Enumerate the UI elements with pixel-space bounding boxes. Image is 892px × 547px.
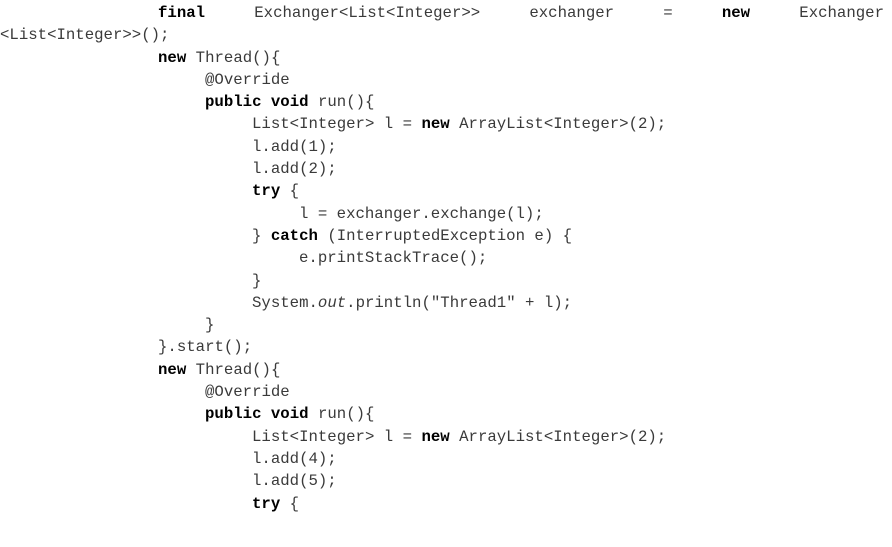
code-token: e.printStackTrace();	[299, 249, 488, 268]
code-line: l.add(2);	[0, 158, 884, 180]
code-listing: final Exchanger<List<Integer>> exchanger…	[0, 2, 884, 515]
code-token: }	[252, 226, 271, 245]
code-token: .println("Thread1" + l);	[346, 293, 573, 312]
code-line: public void run(){	[0, 403, 884, 425]
code-keyword: final	[158, 4, 206, 22]
code-token: out	[317, 293, 347, 312]
code-keyword: new	[158, 360, 187, 379]
code-token: run(){	[308, 93, 375, 112]
code-token: List<Integer> l =	[252, 115, 422, 134]
code-token: (InterruptedException e) {	[317, 226, 573, 245]
code-token: }	[252, 271, 262, 290]
code-line: }	[0, 314, 884, 336]
code-token: l.add(2);	[252, 160, 337, 179]
code-token: exchanger	[529, 4, 615, 22]
code-token: }	[205, 316, 215, 335]
code-line: @Override	[0, 381, 884, 403]
code-line: List<Integer> l = new ArrayList<Integer>…	[0, 426, 884, 448]
code-keyword: new	[421, 427, 450, 446]
code-token: System.	[252, 293, 318, 312]
code-keyword: new	[421, 115, 450, 134]
code-token: run(){	[308, 405, 375, 424]
code-line: try {	[0, 493, 884, 515]
code-keyword: new	[721, 4, 751, 22]
code-line: new Thread(){	[0, 47, 884, 69]
code-token: }.start();	[158, 338, 253, 357]
code-line: new Thread(){	[0, 359, 884, 381]
code-token: {	[280, 182, 300, 201]
code-token: <List<Integer>>();	[0, 26, 170, 45]
code-line: l.add(5);	[0, 470, 884, 492]
code-token: l.add(1);	[252, 137, 337, 156]
code-token: List<Integer> l =	[252, 427, 422, 446]
code-line: System.out.println("Thread1" + l);	[0, 292, 884, 314]
code-keyword: try	[252, 182, 281, 201]
code-token: @Override	[205, 70, 290, 89]
code-line: l = exchanger.exchange(l);	[0, 203, 884, 225]
code-token: Thread(){	[186, 360, 281, 379]
code-token: l.add(4);	[252, 449, 337, 468]
code-token: Exchanger	[799, 4, 885, 22]
code-token: ArrayList<Integer>(2);	[449, 427, 667, 446]
code-token: Exchanger<List<Integer>>	[254, 4, 481, 22]
code-line: public void run(){	[0, 91, 884, 113]
code-line: e.printStackTrace();	[0, 247, 884, 269]
code-token: l = exchanger.exchange(l);	[299, 204, 544, 223]
code-token: {	[280, 494, 300, 513]
code-keyword: try	[252, 494, 281, 513]
code-keyword: catch	[270, 226, 318, 245]
code-token: l.add(5);	[252, 472, 337, 491]
code-keyword: new	[158, 48, 187, 67]
code-keyword: public void	[205, 405, 309, 424]
code-keyword: public void	[205, 93, 309, 112]
code-line: List<Integer> l = new ArrayList<Integer>…	[0, 113, 884, 135]
code-line: try {	[0, 180, 884, 202]
code-line: l.add(1);	[0, 136, 884, 158]
code-line: <List<Integer>>();	[0, 24, 884, 46]
code-token: =	[663, 4, 673, 22]
code-line: }.start();	[0, 336, 884, 358]
code-line: } catch (InterruptedException e) {	[0, 225, 884, 247]
code-token: Thread(){	[186, 48, 281, 67]
code-line: }	[0, 270, 884, 292]
code-line: l.add(4);	[0, 448, 884, 470]
code-token: @Override	[205, 383, 290, 402]
code-line: final Exchanger<List<Integer>> exchanger…	[0, 2, 884, 24]
code-token: ArrayList<Integer>(2);	[449, 115, 667, 134]
code-line: @Override	[0, 69, 884, 91]
